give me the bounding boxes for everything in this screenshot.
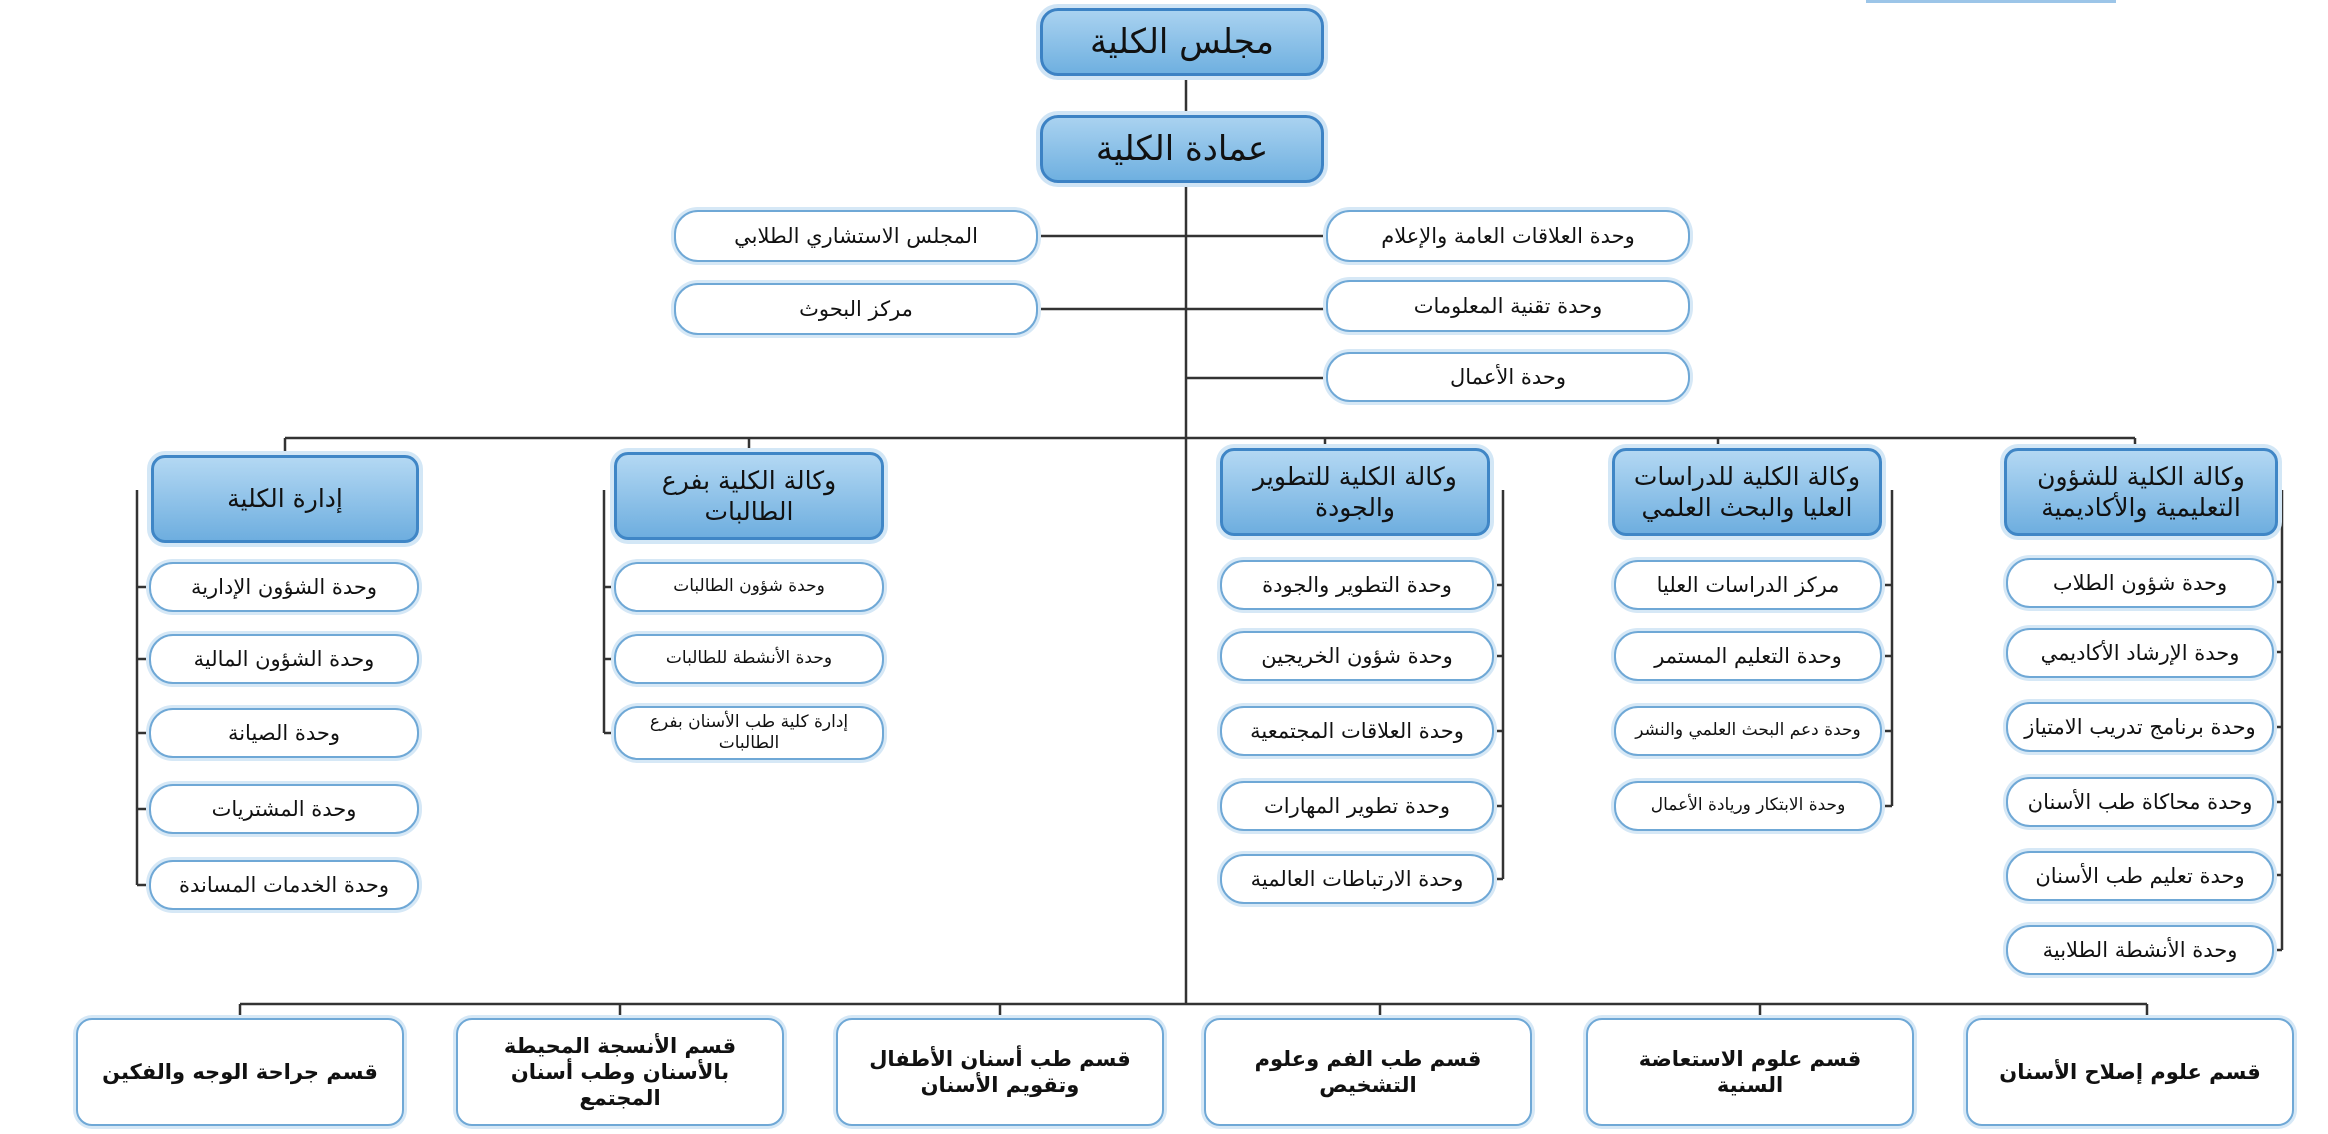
- unit-continuing-education-box: وحدة التعليم المستمر: [1614, 631, 1882, 681]
- unit-graduate-studies-center-box: مركز الدراسات العليا: [1614, 560, 1882, 610]
- unit-student-activities-box: وحدة الأنشطة الطلابية: [2006, 925, 2274, 975]
- it-unit-box: وحدة تقنية المعلومات: [1326, 280, 1690, 332]
- dept-periodontics-community-box: قسم الأنسجة المحيطة بالأسنان وطب أسنان ا…: [456, 1018, 784, 1126]
- dept-prosthodontics-box: قسم علوم الاستعاضة السنية: [1586, 1018, 1914, 1126]
- unit-global-partnerships-box: وحدة الارتباطات العالمية: [1220, 854, 1494, 904]
- vice-deanship-graduate-research-box: وكالة الكلية للدراسات العليا والبحث العل…: [1612, 448, 1882, 536]
- unit-financial-affairs-box: وحدة الشؤون المالية: [149, 634, 419, 684]
- student-advisory-council-box: المجلس الاستشاري الطلابي: [674, 210, 1038, 262]
- unit-academic-advising-box: وحدة الإرشاد الأكاديمي: [2006, 628, 2274, 678]
- dept-restorative-dentistry-box: قسم علوم إصلاح الأسنان: [1966, 1018, 2294, 1126]
- unit-alumni-affairs-box: وحدة شؤون الخريجين: [1220, 631, 1494, 681]
- unit-community-relations-box: وحدة العلاقات المجتمعية: [1220, 706, 1494, 756]
- vice-deanship-female-branch-box: وكالة الكلية بفرع الطالبات: [614, 452, 884, 540]
- unit-skills-development-box: وحدة تطوير المهارات: [1220, 781, 1494, 831]
- dept-maxillofacial-surgery-box: قسم جراحة الوجه والفكين: [76, 1018, 404, 1126]
- public-relations-unit-box: وحدة العلاقات العامة والإعلام: [1326, 210, 1690, 262]
- unit-development-quality-box: وحدة التطوير والجودة: [1220, 560, 1494, 610]
- vice-deanship-development-quality-box: وكالة الكلية للتطوير والجودة: [1220, 448, 1490, 536]
- college-council-box: مجلس الكلية: [1040, 8, 1324, 76]
- unit-research-support-box: وحدة دعم البحث العلمي والنشر: [1614, 706, 1882, 756]
- deanship-box: عمادة الكلية: [1040, 115, 1324, 183]
- business-unit-box: وحدة الأعمال: [1326, 352, 1690, 402]
- vice-deanship-academic-box: وكالة الكلية للشؤون التعليمية والأكاديمي…: [2004, 448, 2278, 536]
- research-center-box: مركز البحوث: [674, 283, 1038, 335]
- college-administration-box: إدارة الكلية: [151, 455, 419, 543]
- female-branch-administration-box: إدارة كلية طب الأسنان بفرع الطالبات: [614, 706, 884, 760]
- unit-student-affairs-box: وحدة شؤون الطلاب: [2006, 558, 2274, 608]
- unit-innovation-entrepreneurship-box: وحدة الابتكار وريادة الأعمال: [1614, 781, 1882, 831]
- top-edge-line: [1866, 0, 2116, 3]
- unit-dental-education-box: وحدة تعليم طب الأسنان: [2006, 851, 2274, 901]
- unit-internship-program-box: وحدة برنامج تدريب الامتياز: [2006, 702, 2274, 752]
- unit-support-services-box: وحدة الخدمات المساندة: [149, 860, 419, 910]
- dept-oral-medicine-diagnosis-box: قسم طب الفم وعلوم التشخيص: [1204, 1018, 1532, 1126]
- unit-procurement-box: وحدة المشتريات: [149, 784, 419, 834]
- dept-pediatric-orthodontics-box: قسم طب أسنان الأطفال وتقويم الأسنان: [836, 1018, 1164, 1126]
- unit-female-student-affairs-box: وحدة شؤون الطالبات: [614, 562, 884, 612]
- unit-maintenance-box: وحدة الصيانة: [149, 708, 419, 758]
- unit-female-activities-box: وحدة الأنشطة للطالبات: [614, 634, 884, 684]
- unit-administrative-affairs-box: وحدة الشؤون الإدارية: [149, 562, 419, 612]
- unit-dental-simulation-box: وحدة محاكاة طب الأسنان: [2006, 777, 2274, 827]
